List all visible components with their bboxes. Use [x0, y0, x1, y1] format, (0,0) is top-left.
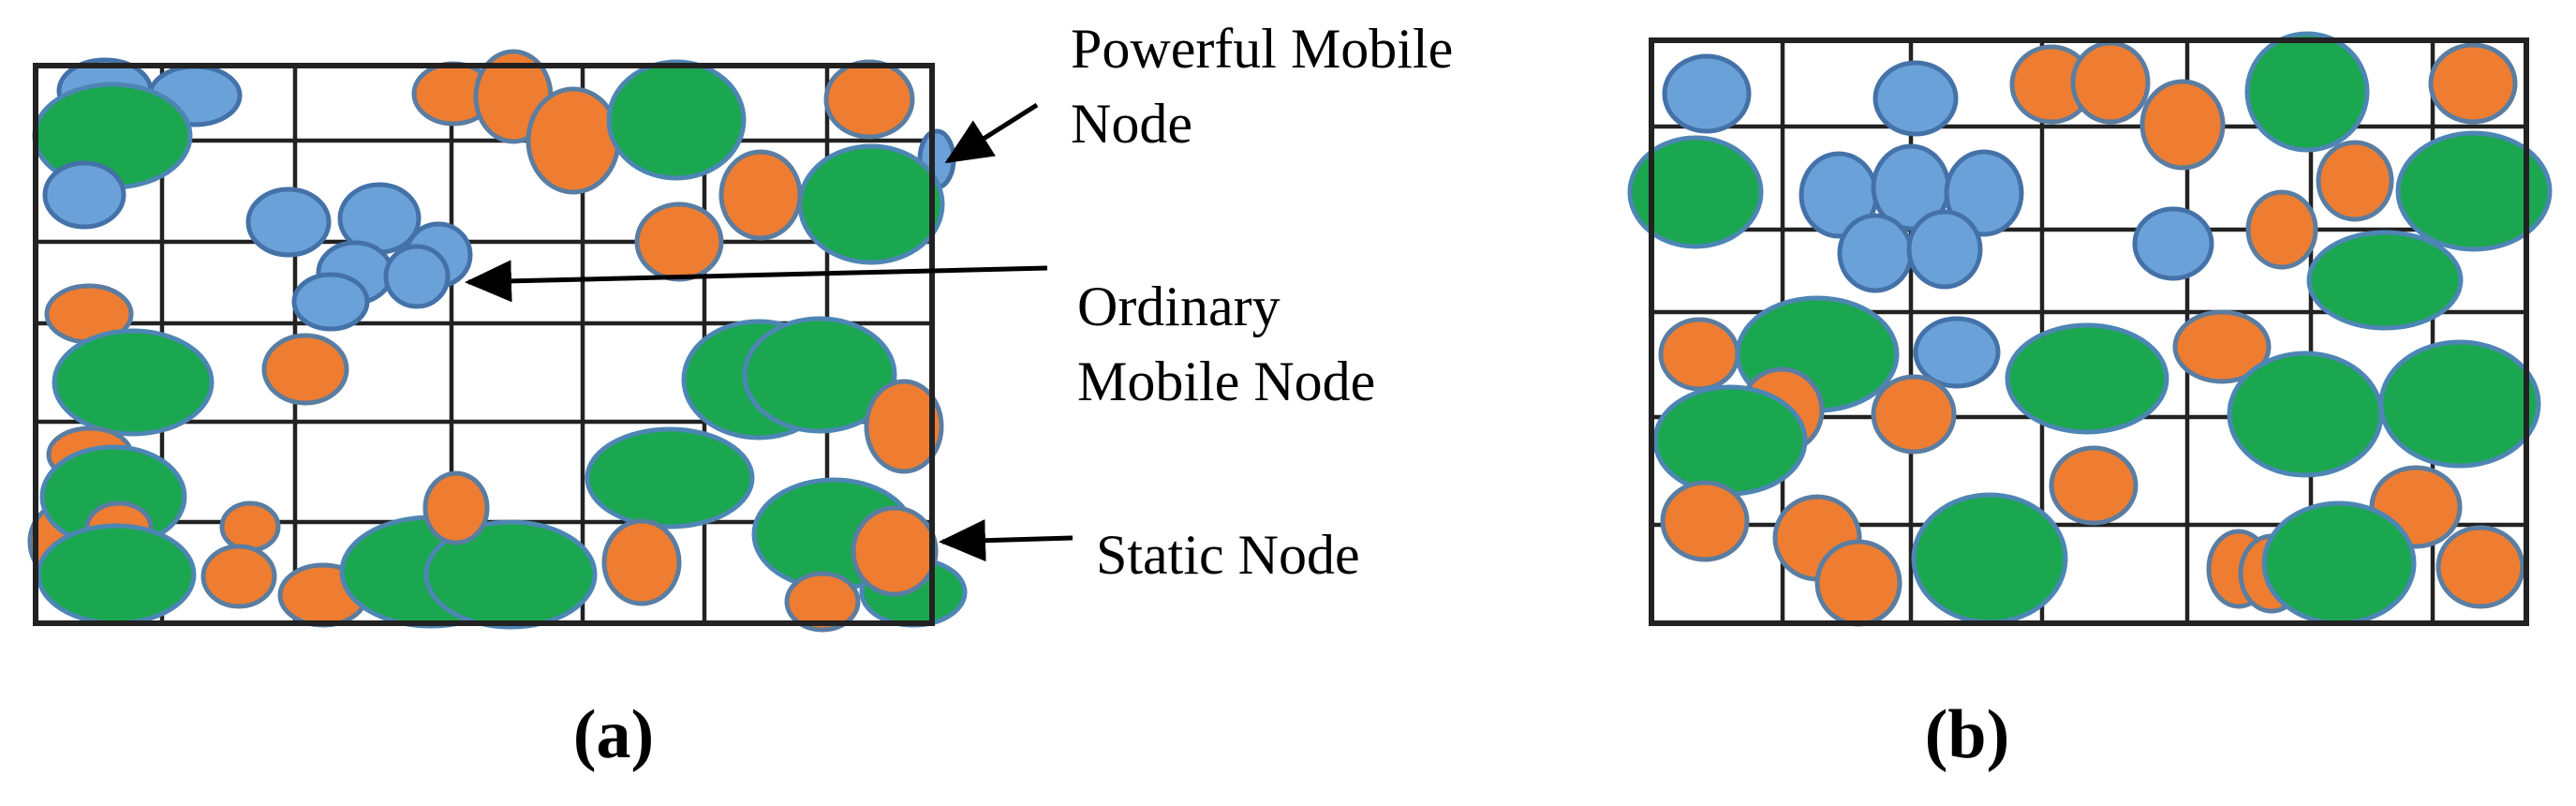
node-ordinary-mobile	[1906, 209, 1983, 290]
node-static	[784, 571, 861, 633]
node-powerful-mobile	[52, 328, 215, 437]
node-static	[864, 379, 944, 474]
arrow-ordinary-mobile-node	[465, 260, 1048, 303]
node-static	[1871, 374, 1957, 455]
node-static	[601, 518, 682, 606]
node-static	[823, 59, 915, 140]
node-powerful-mobile	[36, 523, 197, 626]
node-ordinary-mobile	[42, 160, 126, 230]
node-powerful-mobile	[742, 316, 897, 434]
arrow-static-node	[939, 519, 1073, 562]
label-powerful-mobile-node-line2: Node	[1071, 93, 1192, 155]
label-static-node: Static Node	[1096, 524, 1360, 586]
node-static	[2139, 79, 2226, 171]
node-ordinary-mobile	[245, 187, 332, 258]
node-powerful-mobile	[585, 426, 755, 530]
node-static	[2245, 189, 2318, 270]
node-static	[634, 202, 724, 282]
nodes	[1627, 31, 2553, 627]
node-ordinary-mobile	[1944, 149, 2024, 237]
node-static	[718, 149, 803, 241]
node-powerful-mobile	[1627, 135, 1764, 249]
node-ordinary-mobile	[1662, 53, 1752, 134]
node-powerful-mobile	[797, 143, 945, 265]
label-ordinary-mobile-node-line2: Mobile Node	[1077, 351, 1375, 412]
node-static	[261, 333, 349, 406]
grid-border	[1649, 37, 2529, 626]
node-static	[422, 470, 490, 545]
node-ordinary-mobile	[1913, 316, 2001, 389]
panel-a-network-grid	[27, 49, 968, 633]
node-powerful-mobile	[606, 59, 747, 181]
node-static	[219, 500, 281, 553]
node-static	[2316, 140, 2394, 222]
caption-panel-b: (b)	[1925, 696, 2009, 773]
node-static	[2049, 445, 2139, 526]
node-static	[2428, 42, 2518, 125]
node-powerful-mobile	[2005, 322, 2169, 435]
label-powerful-mobile-node-line1: Powerful Mobile	[1071, 18, 1453, 80]
node-powerful-mobile	[1911, 492, 2068, 625]
node-static	[1658, 317, 1740, 392]
node-powerful-mobile	[2306, 230, 2464, 331]
arrow-powerful-mobile-node	[944, 102, 1039, 164]
node-powerful-mobile	[2261, 500, 2417, 626]
grid-border	[33, 63, 935, 626]
node-static	[1660, 480, 1750, 562]
node-static	[851, 505, 939, 597]
node-ordinary-mobile	[291, 272, 370, 332]
node-ordinary-mobile	[1873, 60, 1959, 137]
node-powerful-mobile	[2378, 339, 2541, 469]
label-ordinary-mobile-node-line1: Ordinary	[1077, 276, 1281, 337]
node-static	[200, 544, 277, 609]
panel-b-network-grid	[1627, 31, 2553, 627]
node-ordinary-mobile	[2132, 206, 2214, 281]
node-static	[1814, 539, 1902, 627]
node-static	[2435, 525, 2525, 609]
node-powerful-mobile	[1652, 384, 1808, 497]
caption-panel-a: (a)	[573, 696, 654, 773]
annotation-arrows	[465, 102, 1073, 562]
node-static	[526, 86, 621, 195]
node-static	[2172, 309, 2272, 384]
node-powerful-mobile	[423, 519, 598, 630]
node-ordinary-mobile	[1837, 213, 1914, 293]
node-ordinary-mobile	[383, 244, 451, 309]
nodes	[27, 49, 968, 633]
node-static	[2070, 40, 2151, 125]
node-powerful-mobile	[2227, 351, 2384, 478]
node-powerful-mobile	[2244, 31, 2370, 153]
node-powerful-mobile	[2395, 130, 2553, 252]
